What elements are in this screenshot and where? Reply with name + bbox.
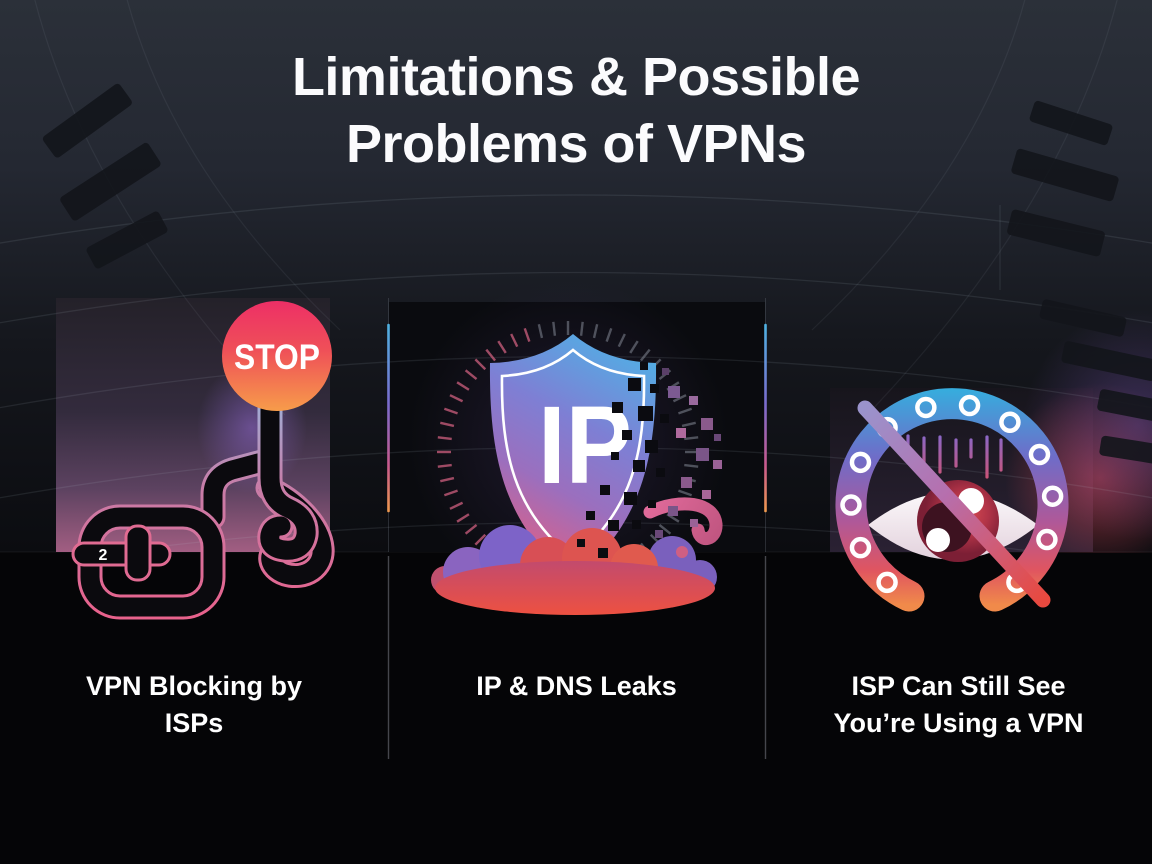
leak-drop (676, 546, 688, 558)
caption-ip-dns-leaks: IP & DNS Leaks (388, 668, 765, 705)
stop-sign-tangled-cable-icon: 2 STOP (71, 301, 335, 620)
caption-line: ISP Can Still See (851, 671, 1066, 701)
column-separators (387, 298, 767, 759)
crossed-out-eye-gauge-icon (835, 388, 1069, 612)
ip-shield-leak-icon: IP (431, 321, 723, 615)
shield-shape (489, 334, 657, 579)
eye-highlight-bottom (926, 528, 950, 552)
plug-body (124, 524, 152, 582)
no-slash (857, 400, 1051, 608)
stop-sign-label: STOP (234, 338, 320, 377)
brick-texture (42, 83, 1152, 465)
stop-sign (222, 301, 332, 411)
caption-isp-can-see: ISP Can Still See You’re Using a VPN (765, 668, 1152, 742)
caption-vpn-blocking: VPN Blocking by ISPs (0, 668, 388, 742)
pixel-dissolve (577, 362, 722, 558)
plug-number-label: 2 (99, 547, 108, 564)
puddle (431, 525, 717, 615)
leak-curl (643, 497, 723, 545)
caption-line: ISPs (164, 708, 224, 738)
plug-prong (71, 541, 172, 567)
page-title-line2: Problems of VPNs (345, 114, 807, 174)
caption-line: VPN Blocking by (85, 671, 303, 701)
page-title-line1: Limitations & Possible (291, 47, 861, 107)
page-title: Limitations & Possible Problems of VPNs (0, 44, 1152, 178)
caption-line: IP & DNS Leaks (476, 671, 677, 701)
signal-ticks (906, 434, 1003, 479)
caption-line: You’re Using a VPN (833, 708, 1084, 738)
